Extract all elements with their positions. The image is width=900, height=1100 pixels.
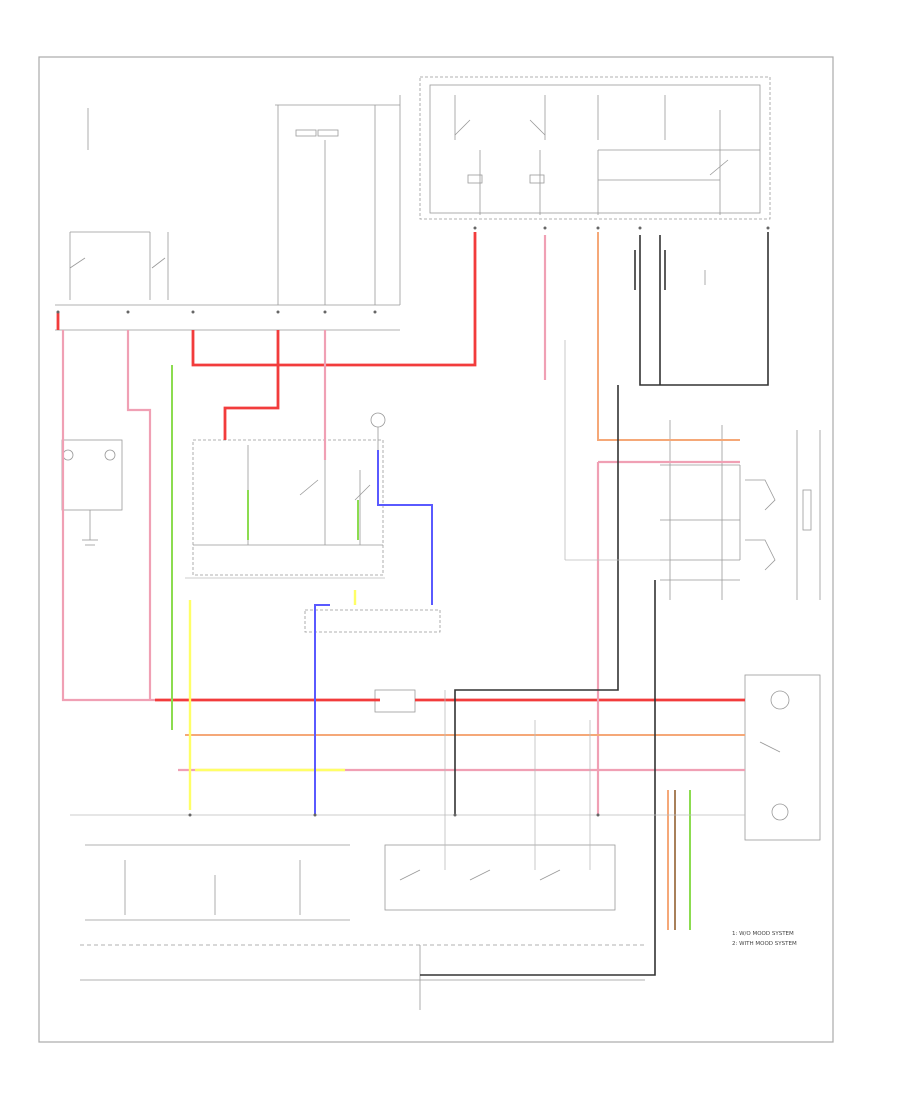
connector-pins	[56, 226, 770, 817]
red-wires	[56, 232, 745, 702]
fuse-group-left	[55, 108, 400, 331]
legend-item-1: 1: W/O MOOD SYSTEM	[732, 931, 794, 937]
center-relay-block	[192, 412, 441, 713]
orange-wires	[185, 232, 745, 930]
diagram-frame	[38, 56, 834, 1043]
black-wires	[420, 232, 769, 976]
pink-wires	[61, 235, 745, 815]
green-wires	[171, 365, 691, 930]
legend: 1: W/O MOOD SYSTEM 2: WITH MOOD SYSTEM	[732, 931, 797, 947]
bottom-switch-modules	[80, 844, 645, 1010]
fuse-group-center	[275, 95, 401, 305]
yellow-wires	[188, 590, 357, 810]
junction-box-top-right	[419, 76, 771, 220]
gray-wires	[70, 340, 745, 870]
legend-item-2: 2: WITH MOOD SYSTEM	[732, 941, 797, 947]
left-lamp-block	[61, 439, 123, 546]
blue-wires	[314, 450, 433, 815]
right-connector-block	[660, 420, 821, 600]
right-components	[704, 270, 821, 841]
